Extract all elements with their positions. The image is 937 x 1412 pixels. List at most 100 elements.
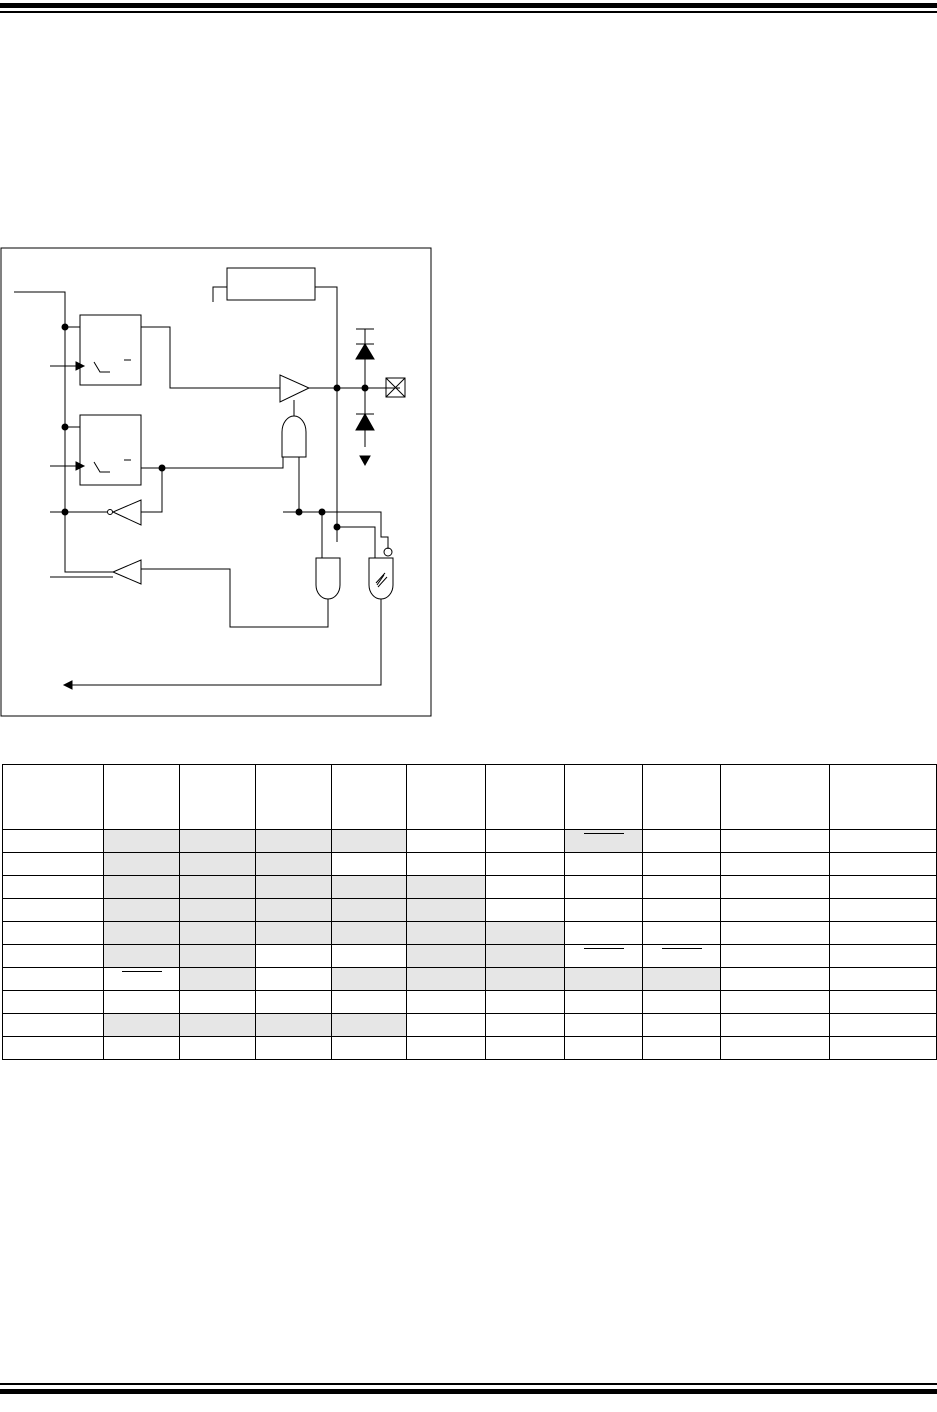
- table-cell: [829, 898, 937, 922]
- table-cell: [406, 875, 486, 899]
- junction: [333, 384, 341, 392]
- table-cell: [331, 967, 407, 991]
- table-cell: [103, 990, 180, 1014]
- table-cell: [255, 1013, 332, 1037]
- table-cell: [103, 967, 180, 991]
- table-cell: [331, 944, 407, 968]
- table-cell: [720, 990, 830, 1014]
- table-cell: [829, 1013, 937, 1037]
- table-cell: [485, 990, 565, 1014]
- table-cell: [179, 898, 256, 922]
- table-cell: [485, 1036, 565, 1060]
- top-rule-thin: [0, 11, 937, 13]
- tris-latch-clk-arrow: [75, 461, 86, 471]
- table-cell: [179, 829, 256, 853]
- table-row: [2, 829, 937, 853]
- mid-bus-wire: [283, 511, 389, 549]
- table-cell: [255, 944, 332, 968]
- read-tris-in-wire: [141, 468, 163, 513]
- table-cell: [485, 921, 565, 945]
- table-cell: [642, 967, 721, 991]
- header-cell: [331, 764, 407, 830]
- table-cell: [2, 875, 104, 899]
- top-rule-thick: [0, 3, 937, 8]
- table-cell: [642, 898, 721, 922]
- table-cell: [2, 829, 104, 853]
- header-cell: [255, 764, 332, 830]
- table-cell: [485, 1013, 565, 1037]
- overbar-mark: [583, 833, 624, 842]
- table-cell: [642, 1036, 721, 1060]
- table-cell: [255, 898, 332, 922]
- table-row: [2, 1036, 937, 1060]
- table-cell: [255, 829, 332, 853]
- table-cell: [720, 898, 830, 922]
- io-pin-x2: [385, 377, 406, 398]
- table-cell: [564, 944, 643, 968]
- table-cell: [2, 990, 104, 1014]
- table-row: [2, 990, 937, 1014]
- table-cell: [829, 990, 937, 1014]
- table-cell: [829, 852, 937, 876]
- header-cell: [406, 764, 486, 830]
- table-cell: [642, 990, 721, 1014]
- schmitt-glyph: [375, 572, 388, 588]
- junction: [61, 423, 69, 431]
- table-cell: [642, 852, 721, 876]
- bottom-rule-thick: [0, 1389, 937, 1394]
- table-cell: [406, 1036, 486, 1060]
- junction: [295, 508, 303, 516]
- table-cell: [485, 852, 565, 876]
- table-cell: [103, 1013, 180, 1037]
- register-table: [2, 764, 937, 1060]
- table-cell: [720, 944, 830, 968]
- table-cell: [179, 990, 256, 1014]
- table-cell: [103, 921, 180, 945]
- junction: [361, 384, 369, 392]
- block-diagram: [0, 247, 432, 717]
- output-arrowhead: [62, 680, 73, 690]
- table-cell: [564, 1013, 643, 1037]
- table-cell: [255, 990, 332, 1014]
- table-cell: [103, 1036, 180, 1060]
- table-cell: [331, 1036, 407, 1060]
- table-cell: [642, 1013, 721, 1037]
- and-gate: [281, 415, 307, 458]
- table-cell: [103, 852, 180, 876]
- tris-latch: [79, 414, 142, 486]
- table-cell: [485, 875, 565, 899]
- header-cell: [179, 764, 256, 830]
- junction: [61, 323, 69, 331]
- table-cell: [720, 1036, 830, 1060]
- table-cell: [331, 1013, 407, 1037]
- table-cell: [720, 967, 830, 991]
- table-cell: [255, 852, 332, 876]
- table-cell: [829, 967, 937, 991]
- table-cell: [179, 1013, 256, 1037]
- data-latch-clk-arrow: [75, 361, 86, 371]
- data-latch-clk-mark: [93, 361, 110, 373]
- diagram-frame: [0, 247, 432, 717]
- table-cell: [829, 829, 937, 853]
- input-and-gate: [315, 557, 341, 600]
- table-cell: [406, 990, 486, 1014]
- header-cell: [829, 764, 937, 830]
- table-cell: [2, 852, 104, 876]
- table-row: [2, 1013, 937, 1037]
- table-cell: [829, 921, 937, 945]
- junction: [158, 464, 166, 472]
- table-cell: [720, 921, 830, 945]
- table-cell: [255, 875, 332, 899]
- table-cell: [564, 898, 643, 922]
- header-cell: [720, 764, 830, 830]
- read-tris-bubble: [107, 509, 113, 515]
- table-row: [2, 967, 937, 991]
- tris-latch-q-wire: [141, 457, 284, 469]
- table-row: [2, 875, 937, 899]
- table-cell: [331, 990, 407, 1014]
- table-cell: [103, 898, 180, 922]
- table-cell: [406, 852, 486, 876]
- table-cell: [331, 852, 407, 876]
- table-cell: [331, 898, 407, 922]
- diode-upper-triangle: [355, 343, 375, 360]
